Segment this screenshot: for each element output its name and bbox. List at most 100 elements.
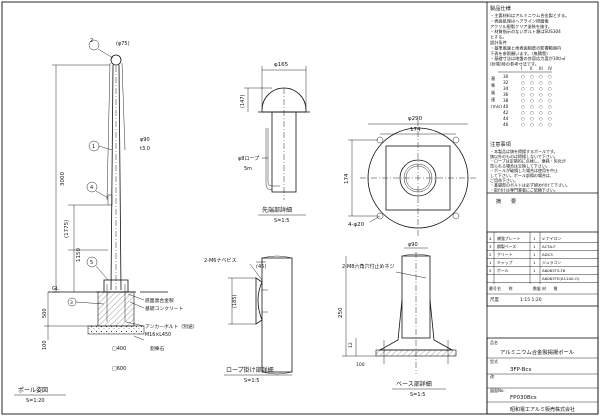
- note-line: して下さい。ボール部損の場合は、: [490, 172, 554, 178]
- rope-length-dim: (185): [232, 295, 238, 308]
- wind-row-label: 基: [491, 75, 496, 81]
- wind-table-cell: ○: [548, 122, 552, 127]
- note-line: 旗以外のものは掲揚しないで下さい。: [490, 153, 558, 159]
- callout-3-number: 3: [70, 300, 73, 306]
- base-depth-dimension: 100: [42, 340, 48, 350]
- parts-cell: 1: [489, 260, 492, 265]
- rev-label: 改: [490, 373, 494, 379]
- top-diameter: φ165: [274, 62, 289, 68]
- base-dim-b: 100: [356, 362, 365, 368]
- wind-row-label: 風: [491, 90, 496, 96]
- scale-value: 1:15 1:20: [520, 297, 542, 303]
- top-detail: φ165 (147) φ8ロープ 5m 先端部詳細 S=1:5: [238, 62, 310, 224]
- wind-table-header: II: [530, 66, 532, 71]
- anchor-size-label: M16×L450: [145, 332, 171, 338]
- rope-length: 5m: [244, 166, 252, 172]
- parts-cell: 1: [533, 252, 536, 257]
- wind-table-cell: ○: [530, 104, 534, 109]
- rope-detail: 2-M6ナベビス (45) (185) ロープ掛け部詳細 S=1:5: [204, 255, 293, 384]
- total-height-dimension: 3000: [60, 172, 66, 186]
- wind-table-cell: ○: [539, 98, 543, 103]
- pole-view: 2 (φ75) 1 φ90 t3.0 4 5 3 3000 (1775) 115…: [14, 38, 198, 404]
- wind-speed-value: 32: [503, 80, 509, 85]
- wind-table-cell: ○: [548, 80, 552, 85]
- upper-height-dimension: (1775): [64, 220, 70, 238]
- wind-speed-value: 44: [503, 116, 509, 121]
- callout-1-number: 1: [92, 144, 95, 150]
- bolt-label: 2-M8六角穴付止めネジ: [342, 263, 394, 270]
- note-line: ・基礎部のボルトは必ず締め付けて下さい。: [490, 182, 570, 188]
- base-alloy-label: 底面黒合金製: [145, 297, 174, 304]
- wind-table-cell: ○: [521, 98, 525, 103]
- parts-cell: 1: [533, 268, 536, 273]
- base-pole-diameter: φ90: [408, 242, 418, 248]
- spec-line: (砂質)時の参考寸法です。: [490, 61, 539, 68]
- top-detail-title: 先端部詳細: [262, 206, 292, 214]
- wind-table-cell: ○: [539, 80, 543, 85]
- base-dim-a: 12: [348, 342, 354, 348]
- gl-label: GL: [52, 286, 59, 292]
- parts-cell: ジュラコン: [542, 260, 561, 265]
- note-line: ・ボールが破損した場合は使用を中止: [490, 167, 558, 173]
- top-detail-scale: S=1:5: [274, 218, 289, 224]
- top-height: (147): [240, 95, 246, 108]
- rope-detail-title: ロープ掛け部詳細: [226, 366, 274, 374]
- screw-label: 2-M6ナベビス: [204, 257, 236, 264]
- parts-header-cell: 名 称: [497, 286, 513, 291]
- base-detail-title: ベース部詳細: [396, 380, 432, 388]
- callout-5: [86, 256, 109, 281]
- wind-table-cell: ○: [539, 74, 543, 79]
- note-line: 見られる場合は交換して下さい。: [490, 162, 550, 168]
- parts-cell: 1: [533, 260, 536, 265]
- scale-label: 尺度: [490, 296, 499, 303]
- parts-cell: クリート: [497, 252, 513, 257]
- spec-line: ・表面処理はヘアライン研磨後: [490, 17, 549, 24]
- wind-table-cell: ○: [521, 86, 525, 91]
- lower-height-dimension: 1150: [76, 248, 82, 262]
- offset-label: (45): [256, 264, 266, 270]
- spec-line: 設計条件: [490, 39, 507, 46]
- wind-table-cell: ○: [521, 116, 525, 121]
- callout-1: [88, 140, 113, 152]
- wind-table-header: IV: [548, 66, 552, 71]
- parts-cell: V-ナイロン: [542, 236, 562, 241]
- model-label: 型式: [490, 358, 498, 364]
- wind-row-label: (m/s): [491, 104, 502, 109]
- base-plan: φ290 174 174 4-φ20: [344, 116, 476, 236]
- company-name: 昭和電工アルミ販売株式会社: [510, 406, 575, 413]
- wind-table-cell: ○: [548, 74, 552, 79]
- drawing-no-label: 図面No.: [490, 388, 505, 393]
- wind-table-cell: ○: [539, 92, 543, 97]
- wind-table-cell: ○: [548, 110, 552, 115]
- top-diameter-label: (φ75): [116, 41, 130, 47]
- parts-cell: A6063TS-T6: [542, 268, 566, 273]
- parts-header-cell: 数量: [533, 286, 541, 291]
- spec-heading: 製品仕様: [490, 4, 512, 12]
- base-side-dim: 174: [344, 173, 350, 184]
- wind-speed-value: 46: [503, 122, 509, 127]
- wind-speed-value: 30: [503, 74, 509, 79]
- cleat: [255, 277, 263, 325]
- spec-line: ・基準風速と地表面粗度の影響範囲内: [490, 44, 561, 51]
- anchor-holes-label: 4-φ20: [348, 222, 365, 228]
- spec-line: とする。: [490, 35, 507, 41]
- parts-header-cell: 材 質: [542, 286, 558, 291]
- wind-table-cell: ○: [521, 104, 525, 109]
- wind-table-cell: ○: [530, 80, 534, 85]
- parts-cell: 1: [533, 244, 536, 249]
- wind-speed-value: 38: [503, 98, 509, 103]
- wind-table-cell: ○: [548, 92, 552, 97]
- wind-table-cell: ○: [539, 116, 543, 121]
- wind-table-cell: ○: [530, 110, 534, 115]
- wind-table-cell: ○: [539, 86, 543, 91]
- base-detail-scale: S=1:5: [410, 392, 425, 398]
- model-value: 3FP-Bcs: [510, 367, 531, 373]
- anchor-hole: [452, 136, 460, 144]
- wind-table-cell: ○: [548, 98, 552, 103]
- parts-cell: A6063TE(A1100-O): [542, 276, 580, 281]
- product-name: アルミニウム合金製掲揚ポール: [500, 348, 575, 356]
